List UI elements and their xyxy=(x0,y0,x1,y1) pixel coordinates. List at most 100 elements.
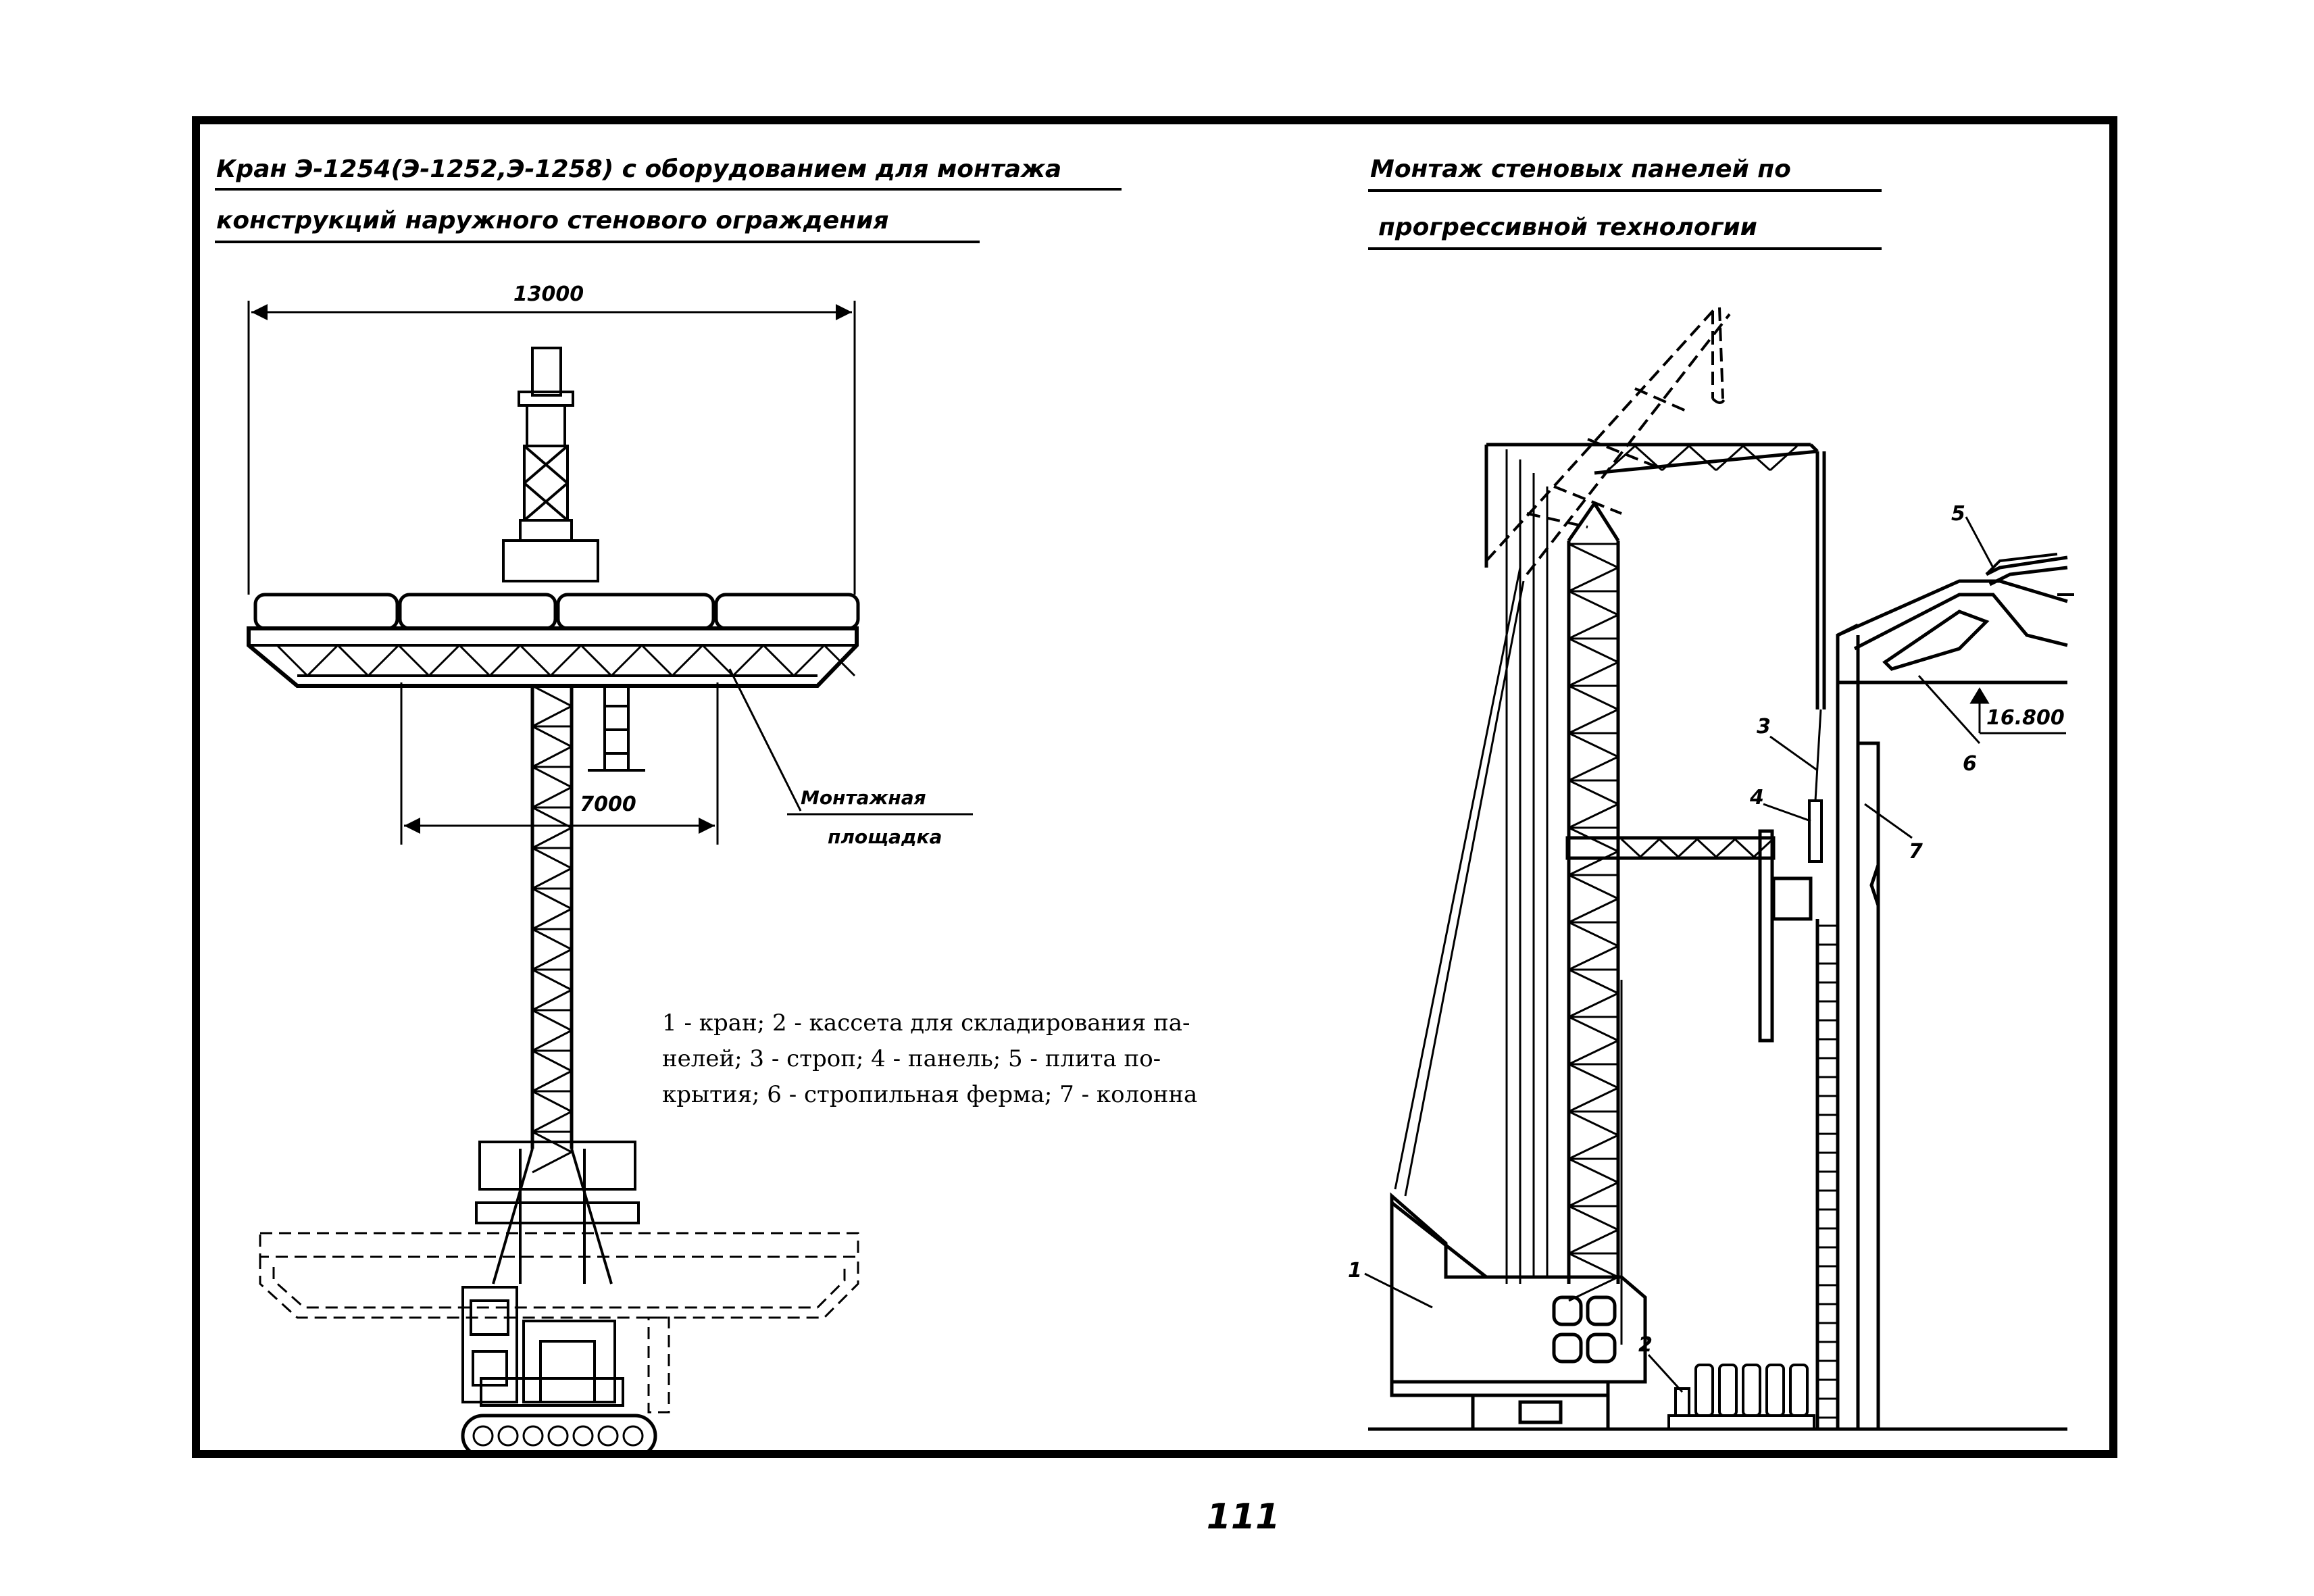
truss-member xyxy=(1568,1252,1619,1278)
truss-member xyxy=(276,644,309,677)
truss-member xyxy=(428,644,461,677)
truss-member xyxy=(1658,838,1680,858)
building-column xyxy=(1815,623,1880,1429)
mast-head xyxy=(502,347,599,582)
elevation-value: 16.800 xyxy=(1986,706,2065,730)
mast-diagonals xyxy=(532,684,572,1174)
track-wheel xyxy=(572,1425,594,1447)
panel-cassette-dashed xyxy=(259,1232,859,1414)
truss-member xyxy=(1568,968,1619,995)
truss-member xyxy=(1568,897,1619,924)
truss-member xyxy=(1677,838,1699,858)
truss-member xyxy=(532,1029,572,1052)
truss-member xyxy=(701,644,734,677)
truss-member xyxy=(532,847,572,870)
right-installation-drawing xyxy=(1364,306,2074,1431)
truss-member xyxy=(1568,1157,1619,1184)
mid-cross-beam xyxy=(1565,829,1813,1043)
truss-member xyxy=(1568,684,1619,711)
callout-1: 1 xyxy=(1348,1259,1362,1282)
dashed-inclined-boom xyxy=(1485,306,1731,576)
track-wheel xyxy=(547,1425,569,1447)
truss-member xyxy=(532,989,572,1012)
truss-member xyxy=(1568,543,1619,569)
tower-diagonals xyxy=(1568,543,1619,1302)
track-wheel xyxy=(522,1425,544,1447)
truss-member xyxy=(532,1110,572,1133)
sheet-frame xyxy=(192,116,2117,1458)
callout-6: 6 xyxy=(1963,752,1977,776)
truss-member xyxy=(1568,1228,1619,1255)
track-wheels xyxy=(472,1425,644,1447)
truss-member xyxy=(488,644,522,677)
truss-member xyxy=(1568,637,1619,664)
truss-member xyxy=(671,644,704,677)
truss-member xyxy=(1568,1181,1619,1207)
truss-member xyxy=(1568,755,1619,782)
truss-member xyxy=(1568,874,1619,900)
truss-member xyxy=(1568,803,1619,829)
truss-member xyxy=(532,1090,572,1113)
jib-diagonals xyxy=(1607,445,1799,472)
platform-railing xyxy=(253,593,860,630)
truss-member xyxy=(532,1009,572,1032)
track-wheel xyxy=(472,1425,494,1447)
left-title-line1: Кран Э-1254(Э-1252,Э-1258) с оборудовани… xyxy=(216,155,1061,183)
roof-slab xyxy=(1985,553,2074,596)
ladder xyxy=(588,686,645,772)
truss-member xyxy=(532,1151,572,1174)
callout-leaders xyxy=(1364,516,1994,1393)
platform-leader xyxy=(728,668,802,812)
crane-lower-frame xyxy=(475,1141,640,1285)
dim-7000-value: 7000 xyxy=(580,793,636,816)
truss-member xyxy=(640,644,674,677)
right-title-line2: прогрессивной технологии xyxy=(1378,214,1757,241)
platform-label-line1: Монтажная xyxy=(801,787,926,809)
truss-member xyxy=(1568,921,1619,947)
hanging-panel xyxy=(1808,799,1823,863)
truss-member xyxy=(532,766,572,789)
right-title-line1: Монтаж стеновых панелей по xyxy=(1370,155,1791,183)
dim-13000-value: 13000 xyxy=(513,282,584,306)
truss-member xyxy=(1568,945,1619,971)
truss-member xyxy=(1634,445,1663,472)
truss-member xyxy=(1568,850,1619,876)
truss-member xyxy=(1769,445,1799,472)
callout-5: 5 xyxy=(1951,502,1965,526)
platform-deck-diagonals xyxy=(276,644,856,677)
left-crane-drawing xyxy=(247,301,860,1458)
horizontal-jib xyxy=(1484,443,1826,709)
beam-diagonals xyxy=(1620,838,1774,858)
callout-3: 3 xyxy=(1757,715,1771,739)
platform-deck-truss xyxy=(247,626,859,688)
truss-member xyxy=(1568,1087,1619,1113)
truss-member xyxy=(1568,1205,1619,1231)
truss-member xyxy=(532,968,572,991)
truss-member xyxy=(1568,661,1619,687)
truss-member xyxy=(732,644,765,677)
truss-member xyxy=(458,644,491,677)
elevation-mark xyxy=(1969,687,2066,734)
truss-member xyxy=(1568,708,1619,734)
truss-member xyxy=(532,907,572,930)
truss-member xyxy=(1688,445,1717,472)
legend-line1: 1 - кран; 2 - кассета для складирования … xyxy=(662,1009,1190,1037)
truss-member xyxy=(532,867,572,890)
tower-mast xyxy=(1567,502,1620,1284)
truss-member xyxy=(532,887,572,910)
truss-member xyxy=(1568,590,1619,616)
left-title-line2: конструкций наружного стенового огражден… xyxy=(216,207,888,234)
truss-member xyxy=(519,644,552,677)
truss-member xyxy=(532,745,572,768)
truss-member xyxy=(1753,838,1774,858)
truss-member xyxy=(1568,1016,1619,1042)
truss-member xyxy=(1568,1039,1619,1066)
truss-member xyxy=(1607,445,1636,472)
truss-member xyxy=(1639,838,1661,858)
truss-member xyxy=(1715,445,1744,472)
truss-member xyxy=(532,948,572,971)
truss-member xyxy=(1568,992,1619,1018)
truss-member xyxy=(532,806,572,829)
truss-member xyxy=(549,644,582,677)
